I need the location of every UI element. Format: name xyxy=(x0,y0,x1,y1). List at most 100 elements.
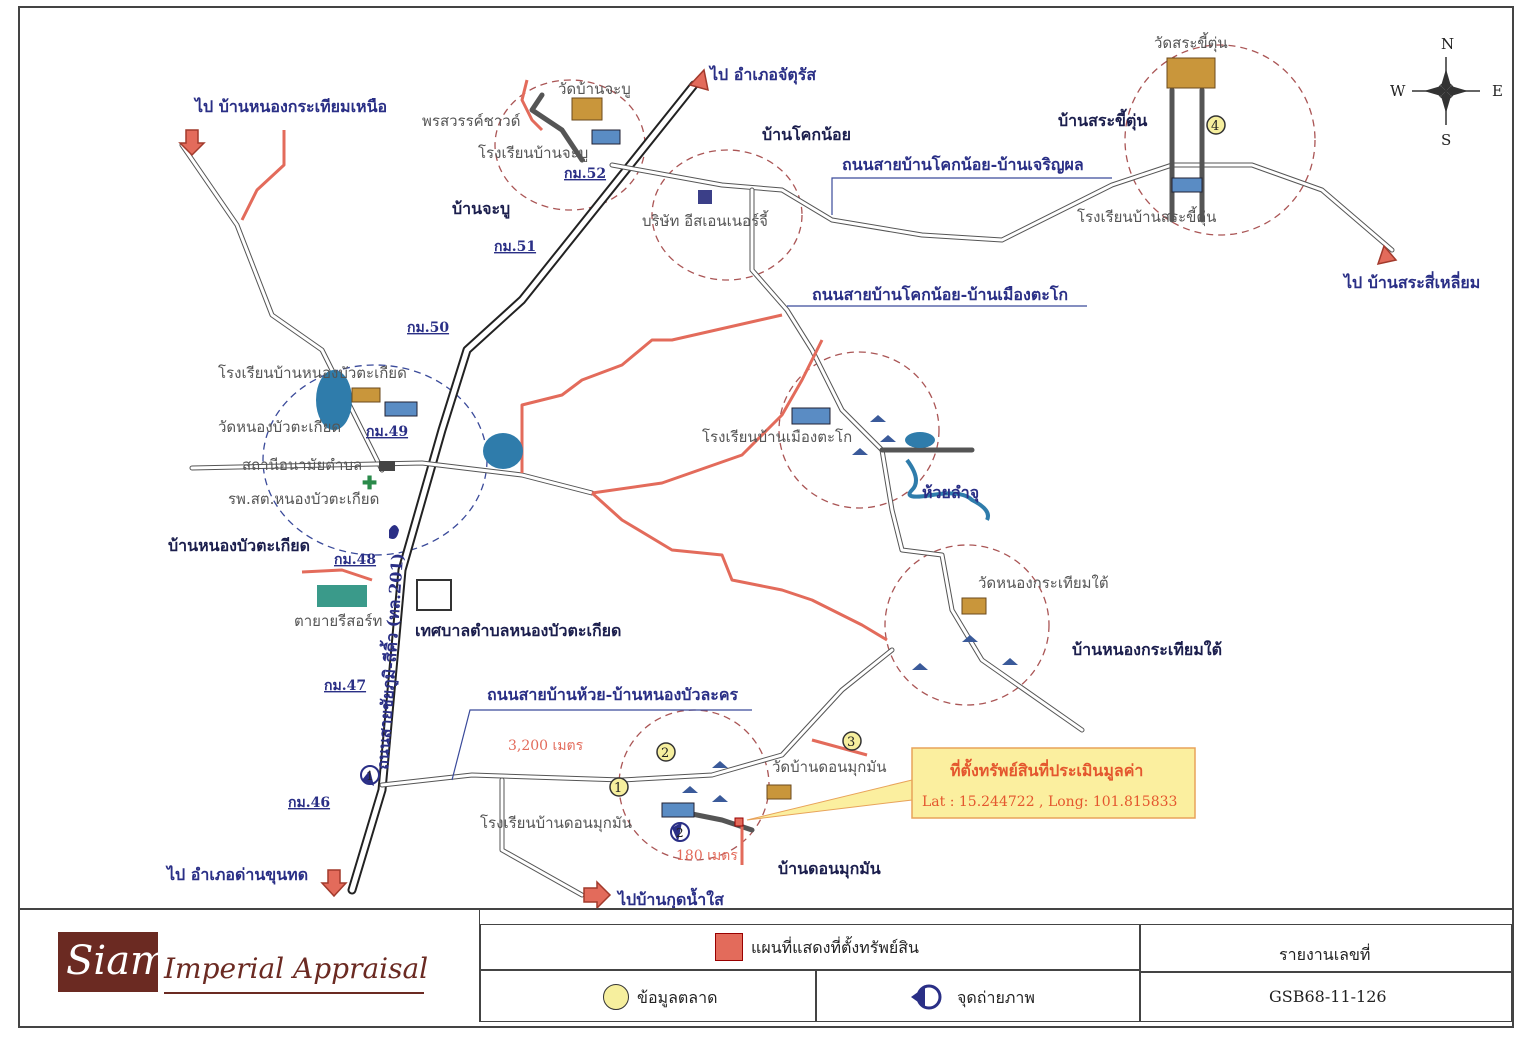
compass: N S W E xyxy=(1390,35,1503,149)
label-pointers xyxy=(451,177,1112,781)
distance-180: 180 เมตร xyxy=(676,848,738,864)
pond-nong-bua-1 xyxy=(316,370,352,430)
report-divider xyxy=(1141,971,1511,973)
arrow-northeast-icon xyxy=(688,68,709,92)
village-circle-don-muk-man xyxy=(618,709,770,861)
village-circle-nong-krathiam-tai xyxy=(884,544,1050,706)
direction-to-kut-nam-sai: ไปบ้านกุดน้ำใส xyxy=(616,887,724,908)
village-ban-nong-bua-takiat: บ้านหนองบัวตะเกียด xyxy=(168,536,310,555)
local-roads xyxy=(179,87,1395,898)
marker-3: 3 xyxy=(847,735,855,750)
place-school-don-muk-man: โรงเรียนบ้านดอนมุกมัน xyxy=(480,814,632,833)
temple-icon xyxy=(571,97,603,121)
factory-icon xyxy=(698,190,712,204)
direction-to-nong-krathiam-nuea: ไป บ้านหนองกระเทียมเหนือ xyxy=(193,97,387,116)
logo-siam: Siam xyxy=(66,938,168,984)
place-phra-sawan: พรสวรรค์ชาวด์ xyxy=(422,112,520,130)
legend-photo-label: จุดถ่ายภาพ xyxy=(957,988,1035,1007)
place-school-nong-bua: โรงเรียนบ้านหนองบัวตะเกียด xyxy=(218,364,407,382)
municipality-icon xyxy=(416,579,452,611)
marker-4: 4 xyxy=(1211,119,1219,134)
report-number-value: GSB68-11-126 xyxy=(1269,987,1387,1006)
school-icon xyxy=(1171,177,1203,193)
property-marker-icon xyxy=(734,817,744,827)
building-icons: ✚ xyxy=(317,57,1216,827)
map-frame xyxy=(18,6,1514,1028)
compass-s: S xyxy=(1441,131,1451,149)
resort-icon xyxy=(317,585,367,607)
km-post-47: กม.47 xyxy=(324,678,366,694)
logo-underline xyxy=(164,992,424,994)
place-wat-nong-krathiam-tai: วัดหนองกระเทียมใต้ xyxy=(978,574,1109,592)
direction-arrows xyxy=(178,68,1398,908)
school-icon xyxy=(384,401,418,417)
road-khok-noi-mueang-tako: ถนนสายบ้านโคกน้อย-บ้านเมืองตะโก xyxy=(812,284,1068,304)
road-huai-nong-bua-lakhon: ถนนสายบ้านห้วย-บ้านหนองบัวละคร xyxy=(487,685,739,704)
legend-property-cell: แผนที่แสดงที่ตั้งทรัพย์สิน xyxy=(480,924,1140,970)
property-box-title: ที่ตั้งทรัพย์สินที่ประเมินมูลค่า xyxy=(950,758,1143,782)
red-routes xyxy=(240,79,888,865)
house-icon xyxy=(712,761,728,768)
place-wat-ban-chabu: วัดบ้านจะบู xyxy=(558,80,631,98)
place-school-chabu: โรงเรียนบ้านจะบู xyxy=(478,144,588,162)
place-wat-nong-bua: วัดหนองบัวตะเกียด xyxy=(218,418,341,436)
photo-point-1: 1 xyxy=(366,769,374,783)
highway-road-inner xyxy=(349,82,697,893)
village-ban-nong-krathiam-tai: บ้านหนองกระเทียมใต้ xyxy=(1072,640,1222,659)
compass-n: N xyxy=(1441,35,1454,53)
legend-logo-cell: Siam Imperial Appraisal xyxy=(18,910,480,1022)
photo-point-2: 2 xyxy=(676,826,684,840)
direction-to-sa-si-liam: ไป บ้านสระสี่เหลี่ยม xyxy=(1342,271,1480,292)
property-box-coords: Lat : 15.244722 , Long: 101.815833 xyxy=(922,794,1177,810)
photo-point-icon xyxy=(911,984,942,1010)
place-resort: ตายายรีสอร์ท xyxy=(294,612,382,630)
distance-3200: 3,200 เมตร xyxy=(508,738,584,754)
legend-report-cell: รายงานเลขที่ GSB68-11-126 xyxy=(1140,924,1512,1022)
creek-huai-lam-chu xyxy=(905,458,990,521)
location-map: N S W E ✚ 2 1 xyxy=(165,32,1503,908)
house-icon xyxy=(852,448,868,455)
arrow-up-icon xyxy=(178,129,206,157)
house-icon xyxy=(682,786,698,793)
marker-1: 1 xyxy=(614,781,622,796)
school-icon xyxy=(661,802,695,818)
house-icon xyxy=(1002,658,1018,665)
legend-bar: Siam Imperial Appraisal แผนที่แสดงที่ตั้… xyxy=(18,908,1514,1030)
house-icon xyxy=(962,635,978,642)
market-circle-icon xyxy=(603,984,629,1010)
arrow-southeast-icon xyxy=(1376,244,1398,266)
village-ban-don-muk-man: บ้านดอนมุกมัน xyxy=(778,859,881,879)
direction-to-chatturat: ไป อำเภอจัตุรัส xyxy=(708,65,816,85)
legend-market-label: ข้อมูลตลาด xyxy=(637,988,718,1007)
temple-icon xyxy=(766,784,792,800)
logo-block xyxy=(58,932,158,992)
property-square-icon xyxy=(715,933,743,961)
school-icon xyxy=(791,407,831,425)
school-icon xyxy=(351,387,381,403)
fuel-station-icon xyxy=(389,525,399,539)
km-post-46: กม.46 xyxy=(288,795,330,811)
arrow-down-icon xyxy=(320,869,348,898)
compass-e: E xyxy=(1492,82,1503,100)
place-municipality: เทศบาลตำบลหนองบัวตะเกียด xyxy=(415,621,621,640)
place-hospital: รพ.สต.หนองบัวตะเกียด xyxy=(228,490,379,508)
market-markers: 2 1 3 4 xyxy=(609,115,1226,797)
village-circle-mueang-tako xyxy=(778,351,940,509)
legend-photo-cell: จุดถ่ายภาพ xyxy=(816,970,1140,1022)
km-post-49: กม.49 xyxy=(366,424,408,440)
legend-property-label: แผนที่แสดงที่ตั้งทรัพย์สิน xyxy=(751,938,919,957)
temple-icon xyxy=(961,597,987,615)
compass-w: W xyxy=(1390,82,1406,100)
house-icon xyxy=(712,795,728,802)
highway-road xyxy=(347,80,699,895)
km-post-50: กม.50 xyxy=(407,320,449,336)
legend-market-cell: ข้อมูลตลาด xyxy=(480,970,816,1022)
logo-imperial-appraisal: Imperial Appraisal xyxy=(164,952,429,985)
photo-points: 1 2 xyxy=(360,765,690,842)
house-icon xyxy=(880,435,896,442)
place-school-mueang-tako: โรงเรียนบ้านเมืองตะโก xyxy=(702,428,852,446)
place-company: บริษัท อีสเอนเนอร์จี้ xyxy=(642,210,769,230)
house-icon xyxy=(870,415,886,422)
pond-nong-bua-2 xyxy=(483,433,523,469)
place-health-station: สถานีอนามัยตำบล xyxy=(242,456,362,474)
